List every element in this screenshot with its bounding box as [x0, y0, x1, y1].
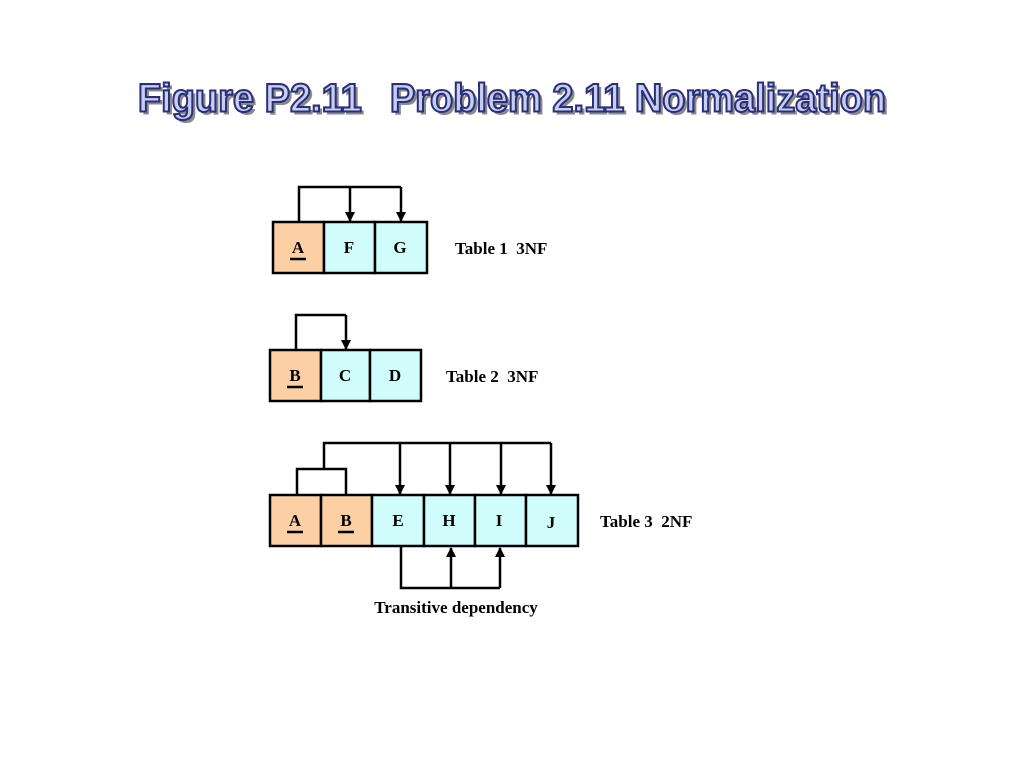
table-1-cell-a-text: A: [292, 238, 305, 257]
figure-title: Figure P2.11 Problem 2.11 Normalization: [0, 76, 1024, 122]
table-2-cell-b: [268, 348, 323, 403]
table-2-dependency-line: [294, 313, 346, 350]
table-3-cell-i: [473, 493, 528, 548]
table-1-cell-g-text: G: [393, 238, 406, 257]
table-3-cell-e: [370, 493, 426, 548]
table-3-cell-e-text: E: [392, 511, 403, 530]
table-3-label: Table 3 2NF: [600, 512, 692, 531]
table-2: B C D Table 2 3NF: [268, 313, 538, 403]
table-3-cell-a-text: A: [289, 511, 302, 530]
table-3-cell-i-text: I: [496, 511, 503, 530]
transitive-dependency-label: Transitive dependency: [374, 598, 538, 617]
table-3-cell-j-text: J: [547, 513, 556, 532]
table-1-label: Table 1 3NF: [455, 239, 547, 258]
table-2-cell-d: [368, 348, 423, 403]
problem-title: Problem 2.11 Normalization: [389, 76, 887, 122]
transitive-dependency-line: [399, 546, 500, 590]
table-3-dependency-line: [322, 441, 551, 469]
table-2-cell-c-text: C: [339, 366, 351, 385]
table-3: A B E H I J Table 3 2NF Transitive depen…: [268, 441, 692, 617]
table-1-cell-g: [373, 220, 429, 275]
table-3-cell-b-text: B: [340, 511, 351, 530]
table-3-cell-a: [268, 493, 323, 548]
table-1: A F G Table 1 3NF: [271, 185, 547, 275]
table-2-cell-b-text: B: [289, 366, 300, 385]
figure-number: Figure P2.11: [137, 76, 363, 122]
table-3-cell-h: [422, 493, 477, 548]
table-1-cell-f-text: F: [344, 238, 354, 257]
table-2-label: Table 2 3NF: [446, 367, 538, 386]
table-3-cell-j: [524, 493, 580, 548]
table-3-key-bracket: [295, 467, 348, 495]
table-2-cell-d-text: D: [389, 366, 401, 385]
table-1-dependency-line: [297, 185, 401, 222]
table-3-cell-h-text: H: [442, 511, 455, 530]
table-2-cell-c: [319, 348, 372, 403]
